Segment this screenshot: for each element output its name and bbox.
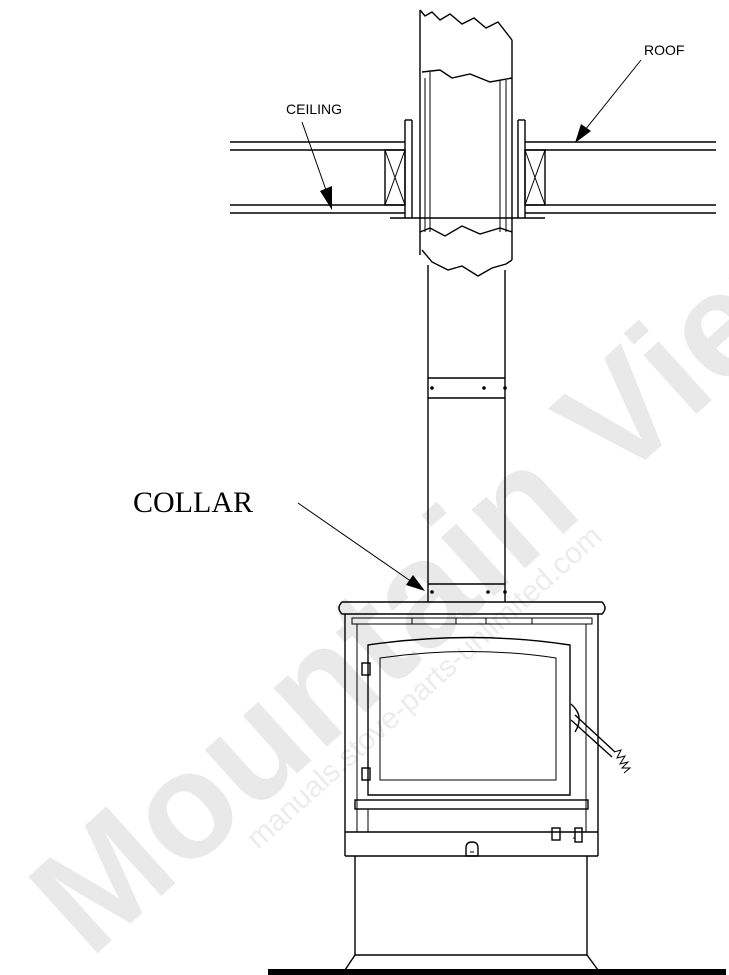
ceiling-support-box	[390, 119, 545, 219]
door-handle[interactable]	[570, 703, 632, 774]
ceiling-arrowhead	[320, 186, 332, 210]
roof-callout: ROOF	[575, 42, 684, 143]
air-control-slot[interactable]	[551, 827, 561, 841]
chimney-pipe-upper	[419, 9, 513, 277]
ceiling-callout: CEILING	[286, 101, 342, 210]
ceiling-label: CEILING	[286, 101, 342, 117]
air-control-knob[interactable]	[574, 827, 583, 843]
collar	[428, 583, 507, 594]
ash-drawer	[354, 799, 589, 843]
stove-door	[361, 636, 571, 796]
collar-arrowhead	[406, 575, 425, 591]
ceiling-joist-right	[524, 141, 716, 214]
stove-body	[344, 614, 599, 833]
roof-label: ROOF	[644, 42, 684, 58]
floor-line	[268, 969, 726, 975]
ceiling-joist-left	[230, 141, 406, 214]
stove-top	[338, 601, 606, 625]
stove-pipe	[427, 265, 507, 602]
stove-lower-front	[344, 832, 599, 857]
pedestal	[268, 856, 726, 975]
collar-label: COLLAR	[133, 486, 253, 519]
collar-callout: COLLAR	[133, 486, 425, 591]
roof-arrowhead	[575, 124, 591, 143]
